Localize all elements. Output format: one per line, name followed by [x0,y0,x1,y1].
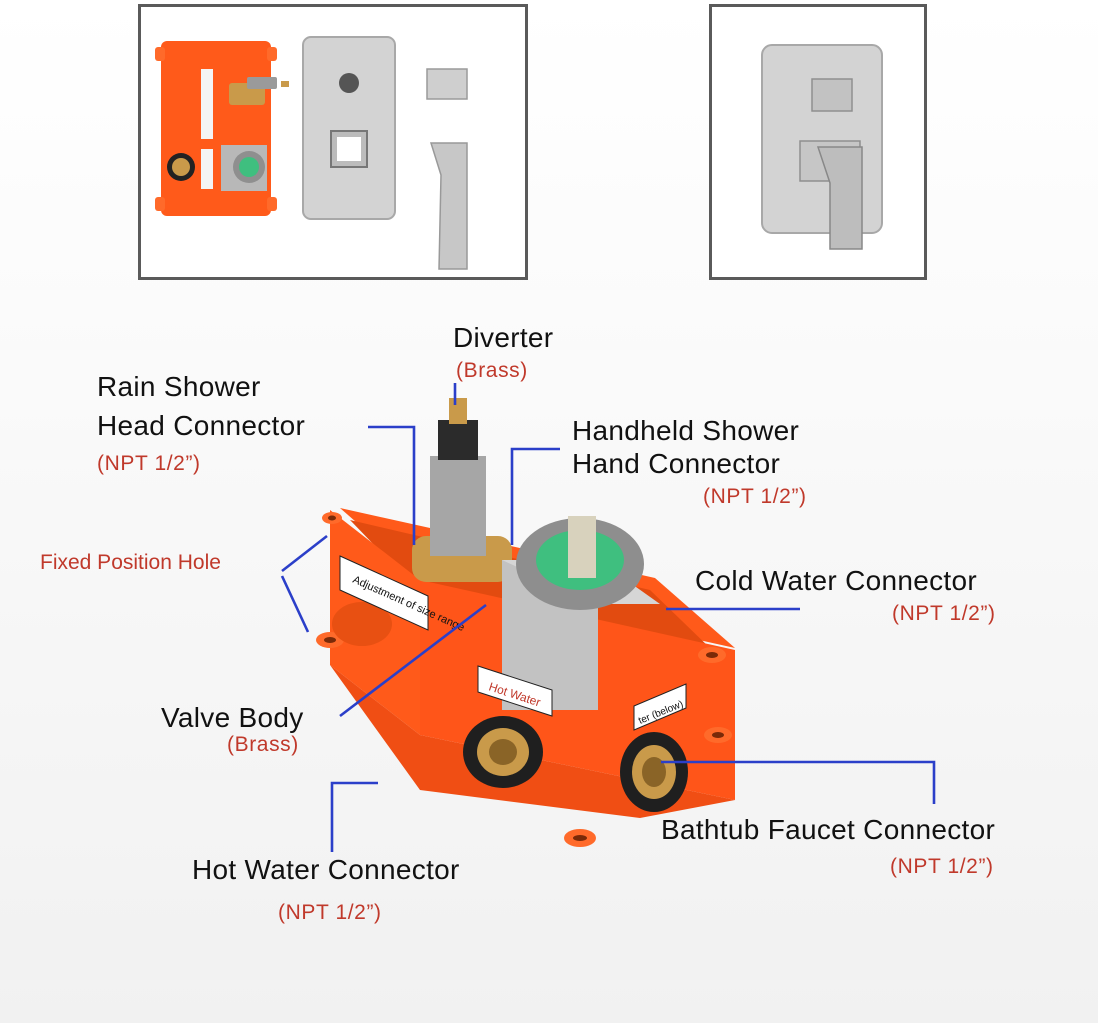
valve-body-label: Valve Body [161,702,304,733]
hot-water-label: Hot Water Connector [192,854,460,885]
valve-stem [568,516,596,578]
bathtub-faucet-label: Bathtub Faucet Connector [661,814,996,845]
mini-trim-plate [302,36,396,220]
lever-handle [816,146,863,250]
leader-lines [280,383,936,852]
handheld-shower-spec: (NPT 1/2”) [703,485,807,508]
hot-water-spec: (NPT 1/2”) [278,901,382,924]
diverter-spec: (Brass) [456,359,528,382]
handheld-shower-label-line1: Handheld Shower [572,415,800,446]
mini-lever-handle [429,142,468,270]
assembled-view-illustration [761,44,883,250]
exploded-view-thumbnail [138,4,528,280]
assembled-view-thumbnail [709,4,927,280]
bathtub-faucet-spec: (NPT 1/2”) [890,855,994,878]
rain-shower-label-line1: Rain Shower [97,371,261,402]
diverter-label: Diverter [453,322,554,353]
exploded-view-illustration [155,36,468,270]
cold-water-label: Cold Water Connector [695,565,977,596]
fixed-hole-leader-top [281,534,328,573]
mini-diverter-knob [426,68,468,100]
rain-shower-spec: (NPT 1/2”) [97,452,201,475]
fixed-position-hole-label: Fixed Position Hole [40,551,221,574]
rain-shower-leader [368,425,416,545]
diverter-cartridge [430,456,486,556]
valve-body-spec: (Brass) [227,733,299,756]
fixed-hole-leader-bottom [280,575,310,633]
bathtub-faucet-leader [661,760,936,804]
rain-shower-label-line2: Head Connector [97,410,306,441]
cold-water-spec: (NPT 1/2”) [892,602,996,625]
diverter-spindle [449,398,467,424]
handheld-shower-leader [510,447,560,545]
valve-body-leader [339,603,487,718]
hot-water-leader [330,781,378,852]
diverter-knob [811,78,853,112]
handheld-shower-label-line2: Hand Connector [572,448,781,479]
